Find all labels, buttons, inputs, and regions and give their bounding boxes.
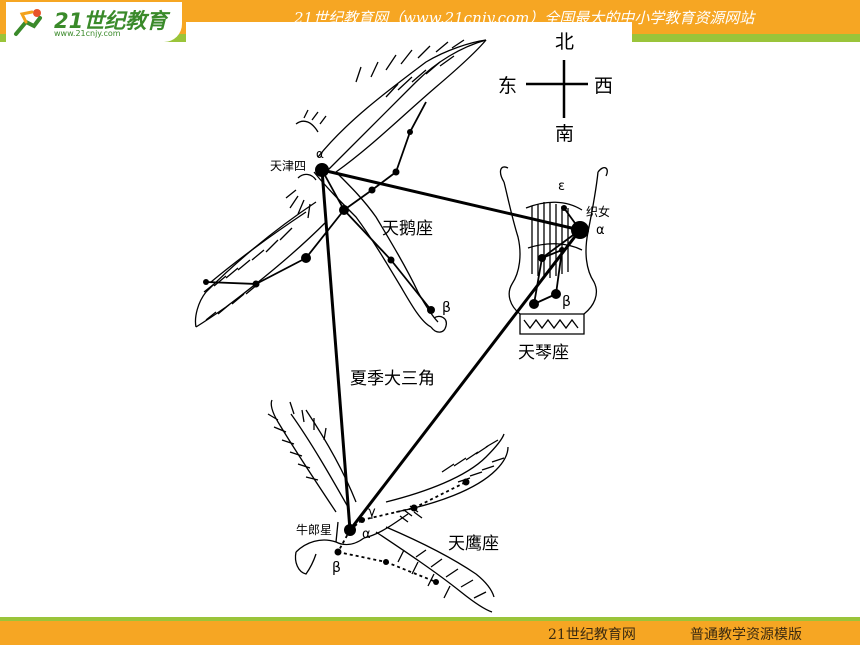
label-vega: 织女 [586,204,610,219]
star-lyra-beta [529,299,539,309]
star-aquila-delta [410,504,418,512]
star-cygnus-zeta [252,280,260,288]
lyre-figure [499,166,608,335]
footer-bar: 21世纪教育网 普通教学资源模版 [0,617,860,645]
star-chart-diagram: 北 东 西 南 [194,31,613,613]
lyra-constellation-lines [533,207,581,305]
runner-logo-icon [14,9,42,36]
aquila-constellation-lines [337,481,467,583]
footer-template-name: 普通教学资源模版 [690,627,802,643]
footer-green-stripe [0,617,860,621]
label-lyra-beta: β [562,294,571,310]
star-lyra-gamma [551,289,561,299]
star-deneb [315,163,329,177]
label-lyra: 天琴座 [518,343,569,363]
compass-north-label: 北 [555,31,574,53]
star-cygnus-epsilon [301,253,311,263]
summer-triangle-lines [320,168,582,531]
label-altair: 牛郎星 [296,522,332,537]
star-cygnus-eta [387,256,395,264]
label-summer-triangle: 夏季大三角 [350,369,435,389]
star-lyra-delta [559,247,565,253]
star-aquila-theta [383,559,389,565]
label-vega-alpha: α [596,223,605,238]
stars [203,129,589,585]
label-cygnus-beta: β [442,300,451,316]
star-altair [344,524,356,536]
eagle-figure [267,399,509,613]
label-aquila-gamma: γ [368,505,376,520]
cygnus-constellation-lines [205,101,432,311]
star-albireo [427,306,435,314]
label-deneb-alpha: α [316,147,324,161]
star-aquila-zeta [462,478,470,486]
star-cygnus-mu [203,279,209,285]
star-cygnus-delta [368,186,376,194]
triangle-line-deneb-altair [320,169,352,531]
diagram-labels: 天津四 α 天鹅座 β 织女 α ε β 天琴座 夏季大三角 牛郎星 α γ β… [270,147,610,576]
logo-text: 21世纪教育 [54,9,168,33]
star-vega [571,221,589,239]
label-cygnus: 天鹅座 [382,219,433,239]
label-altair-alpha: α [362,527,371,542]
footer-site-name[interactable]: 21世纪教育网 [548,627,636,643]
star-lyra-zeta [538,254,546,262]
triangle-line-altair-vega [348,229,582,531]
compass-south-label: 南 [555,123,574,145]
logo-url: www.21cnjy.com [54,29,121,38]
summer-triangle-panel: 北 东 西 南 [186,22,632,620]
star-aquila-beta [334,548,342,556]
triangle-line-deneb-vega [321,168,581,232]
star-aquila-gamma [359,517,365,523]
label-aquila: 天鹰座 [448,534,499,554]
compass-west-label: 西 [594,75,613,97]
site-logo[interactable]: 21世纪教育 www.21cnjy.com [6,2,182,42]
label-lyra-epsilon: ε [558,179,565,194]
label-aquila-beta: β [332,560,341,576]
star-aquila-lambda [433,579,439,585]
star-cygnus-kappa [407,129,413,135]
star-cygnus-gamma [339,205,349,215]
compass-east-label: 东 [498,75,517,97]
star-lyra-epsilon [561,205,567,211]
label-deneb: 天津四 [270,159,306,173]
compass-rose: 北 东 西 南 [498,31,613,145]
star-cygnus-iota [392,168,400,176]
swan-figure [194,39,487,333]
